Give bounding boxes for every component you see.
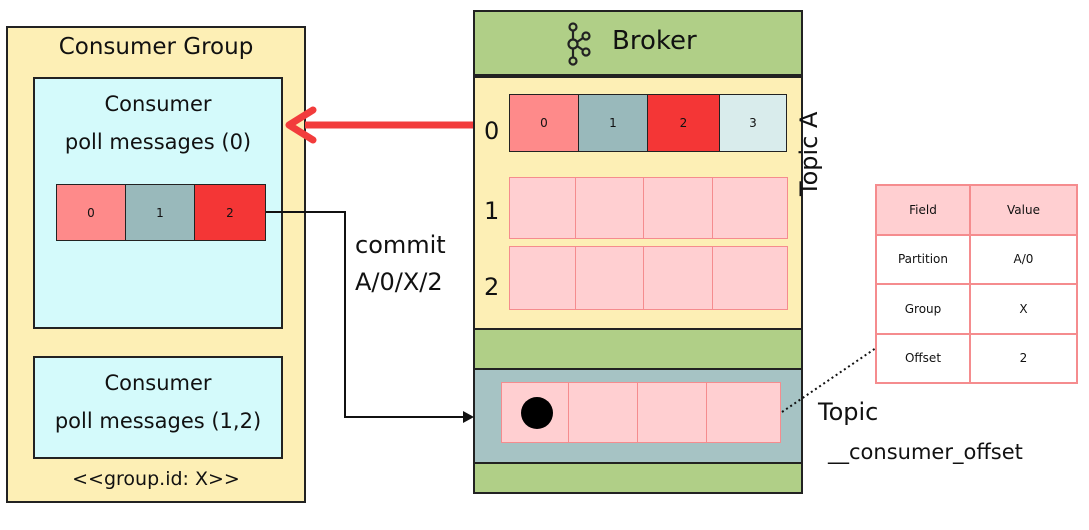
partition-2-slot <box>712 246 788 310</box>
table-cell: A/0 <box>969 233 1078 285</box>
table-cell: Offset <box>875 332 971 384</box>
offset-slot <box>706 382 781 443</box>
broker-message-1: 1 <box>578 94 648 152</box>
table-cell: Group <box>875 283 971 335</box>
partition-1-slot <box>575 177 645 239</box>
consumer-1-action: poll messages (0) <box>64 130 252 154</box>
table-header: Field <box>875 184 971 236</box>
table-cell: Partition <box>875 233 971 285</box>
kafka-logo-icon <box>567 22 591 66</box>
offset-slot <box>637 382 708 443</box>
partition-0-label: 0 <box>484 117 500 145</box>
consumer-2-box <box>33 356 283 459</box>
partition-1-slot <box>712 177 788 239</box>
consumer-2-action: poll messages (1,2) <box>54 409 262 433</box>
offset-record-table: Field Value Partition A/0 Group X Offset… <box>875 184 1078 384</box>
broker-header <box>473 10 803 76</box>
broker-message-0: 0 <box>509 94 579 152</box>
topic-a-label: Topic A <box>795 111 823 196</box>
partition-2-label: 2 <box>484 273 500 301</box>
consumer-message-1: 1 <box>125 184 195 241</box>
consumer-message-2: 2 <box>194 184 266 241</box>
table-header: Value <box>969 184 1078 236</box>
table-cell: 2 <box>969 332 1078 384</box>
consumer-2-name: Consumer <box>104 371 212 395</box>
broker-message-3: 3 <box>719 94 787 152</box>
table-cell: X <box>969 283 1078 335</box>
offset-slot <box>568 382 639 443</box>
consumer-group-title: Consumer Group <box>58 34 254 60</box>
partition-2-slot <box>643 246 715 310</box>
offset-topic-name: __consumer_offset <box>828 440 1023 464</box>
consumer-message-0: 0 <box>56 184 126 241</box>
broker-message-2: 2 <box>647 94 720 152</box>
partition-1-label: 1 <box>484 197 500 225</box>
partition-1-slot <box>643 177 715 239</box>
partition-2-slot <box>509 246 579 310</box>
broker-title: Broker <box>612 26 697 56</box>
offset-topic-label: Topic <box>818 398 879 426</box>
partition-2-slot <box>575 246 645 310</box>
consumer-1-name: Consumer <box>104 92 212 116</box>
commit-value: A/0/X/2 <box>355 268 443 296</box>
commit-label: commit <box>355 231 446 259</box>
poll-arrow <box>285 106 473 144</box>
partition-1-slot <box>509 177 579 239</box>
group-id-label: <<group.id: X>> <box>72 468 240 490</box>
offset-record-dot <box>521 397 553 429</box>
